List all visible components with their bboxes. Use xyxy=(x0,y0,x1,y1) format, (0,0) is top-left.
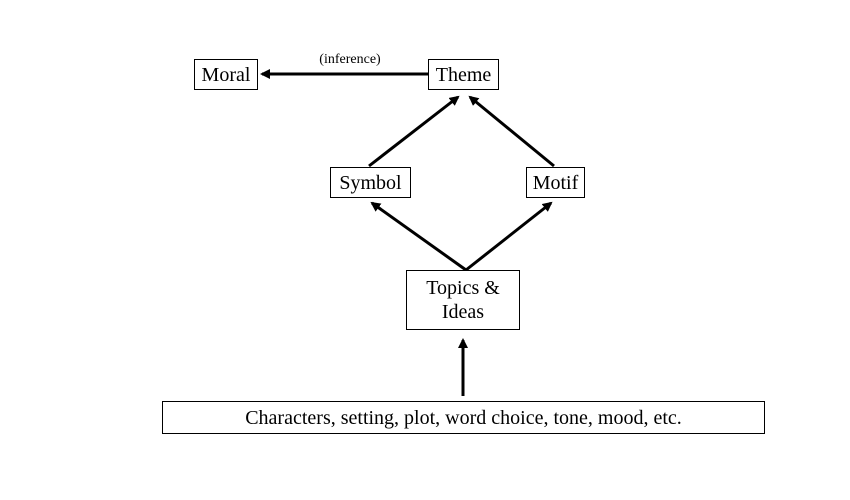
node-symbol-label: Symbol xyxy=(339,171,402,194)
arrow-symbol-to-theme xyxy=(368,95,460,168)
arrow-topics-to-motif xyxy=(465,201,553,272)
node-base-elements: Characters, setting, plot, word choice, … xyxy=(162,401,765,434)
node-symbol: Symbol xyxy=(330,167,411,198)
node-topics-ideas: Topics & Ideas xyxy=(406,270,520,330)
node-topics-label-line1: Topics & xyxy=(426,277,500,299)
node-moral: Moral xyxy=(194,59,258,90)
node-topics-label-line2: Ideas xyxy=(441,301,485,323)
node-motif-label: Motif xyxy=(532,171,579,194)
arrow-motif-to-theme xyxy=(468,95,555,168)
node-base-label: Characters, setting, plot, word choice, … xyxy=(245,406,682,429)
node-theme: Theme xyxy=(428,59,499,90)
node-moral-label: Moral xyxy=(201,63,251,86)
edge-label-inference: (inference) xyxy=(319,52,381,67)
node-theme-label: Theme xyxy=(435,63,492,86)
arrow-topics-to-symbol xyxy=(370,201,467,272)
node-motif: Motif xyxy=(526,167,585,198)
